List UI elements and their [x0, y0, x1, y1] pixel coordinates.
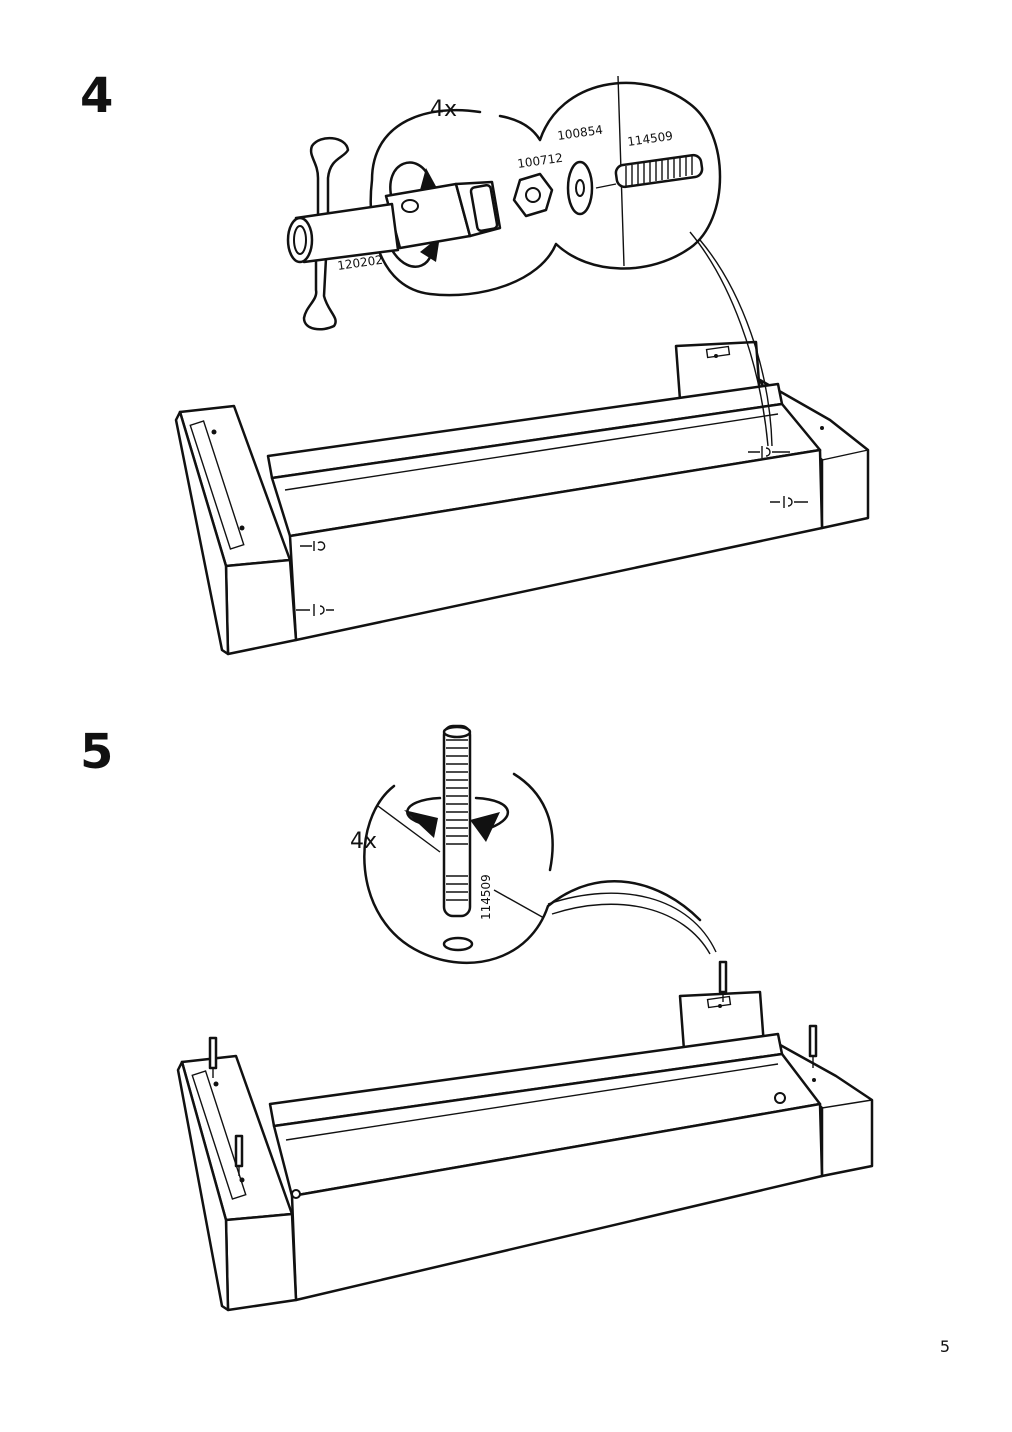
frame-bolt — [770, 496, 808, 508]
threaded-rod-icon — [718, 960, 728, 1002]
quantity-label: 4x — [350, 829, 377, 854]
detail-callout: 100712 100854 114509 120202 4x — [336, 75, 773, 447]
threaded-rod-icon — [234, 1134, 244, 1176]
sofa-base-frame — [174, 340, 870, 656]
step-4-illustration: 100712 100854 114509 120202 4x — [174, 75, 870, 656]
t-bar-wrench-icon — [286, 137, 400, 331]
part-label: 100712 — [516, 151, 563, 171]
hole-icon — [442, 936, 474, 952]
threaded-rod-icon — [808, 1024, 818, 1068]
threaded-rod-icon — [595, 153, 704, 189]
detail-callout: 4x 114509 — [350, 724, 717, 965]
socket-head — [384, 180, 502, 250]
part-label: 114509 — [479, 874, 493, 920]
part-label: 100854 — [556, 123, 603, 143]
step-5-number: 5 — [80, 724, 114, 780]
step-5-illustration: 4x 114509 — [176, 724, 874, 1312]
sofa-base-frame — [176, 960, 874, 1312]
part-label: 120202 — [336, 253, 383, 273]
frame-bolt — [748, 446, 790, 458]
rotate-arrow-icon — [404, 796, 509, 842]
page-number: 5 — [939, 1337, 950, 1356]
frame-bolt — [300, 541, 326, 551]
hex-nut-icon — [512, 172, 554, 218]
step-4-number: 4 — [80, 68, 114, 124]
threaded-rod-icon — [208, 1036, 218, 1078]
frame-bolt — [296, 604, 334, 616]
quantity-label: 4x — [430, 97, 457, 122]
threaded-rod-icon — [442, 724, 472, 918]
washer-icon — [566, 160, 594, 216]
part-label: 114509 — [626, 129, 673, 149]
